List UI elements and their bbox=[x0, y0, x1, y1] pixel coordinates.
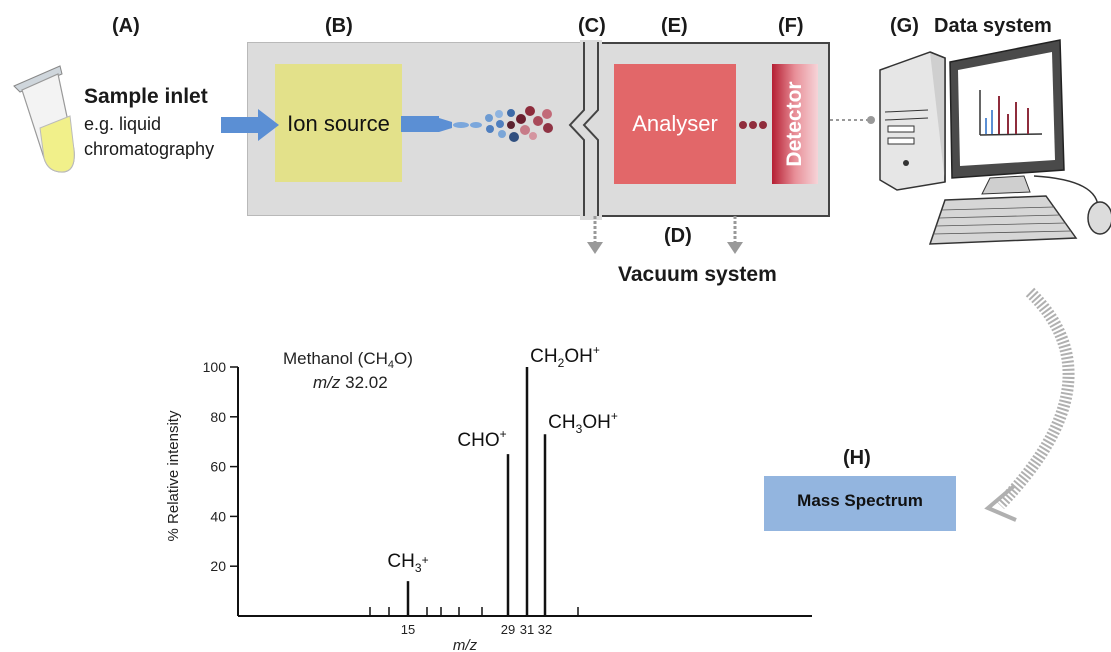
x-axis-label: m/z bbox=[453, 637, 478, 652]
vacuum-break-icon bbox=[568, 40, 602, 220]
label-h: (H) bbox=[843, 447, 871, 469]
detector-box: Detector bbox=[772, 64, 818, 184]
sample-inlet-title: Sample inlet bbox=[84, 85, 208, 108]
analyser-label: Analyser bbox=[632, 111, 718, 136]
sample-tube-icon bbox=[13, 65, 75, 173]
y-tick-label: 40 bbox=[210, 508, 226, 524]
x-tick-label: 32 bbox=[538, 622, 552, 637]
label-b: (B) bbox=[325, 15, 353, 37]
label-c: (C) bbox=[578, 15, 606, 37]
chart-title-main: Methanol (CH bbox=[283, 349, 388, 368]
analyser-box: Analyser bbox=[614, 64, 736, 184]
mass-spectrum-label: Mass Spectrum bbox=[797, 491, 923, 510]
peak-label: CH2OH+ bbox=[530, 343, 600, 370]
data-system-label: Data system bbox=[934, 15, 1052, 37]
data-link-icon bbox=[830, 116, 875, 124]
y-tick-label: 100 bbox=[203, 359, 227, 375]
label-f: (F) bbox=[778, 15, 804, 37]
label-a: (A) bbox=[112, 15, 140, 37]
peak-label: CH3+ bbox=[387, 551, 428, 575]
analysed-ions-icon bbox=[739, 121, 767, 129]
x-tick-label: 15 bbox=[401, 622, 415, 637]
sample-inlet-subtitle-line1: e.g. liquid bbox=[84, 114, 162, 134]
vacuum-arrow-left-icon bbox=[587, 216, 603, 254]
x-tick-label: 31 bbox=[520, 622, 534, 637]
y-tick-label: 60 bbox=[210, 459, 226, 475]
subtitle-mz: m/z bbox=[313, 373, 341, 392]
y-tick-label: 80 bbox=[210, 409, 226, 425]
chart-title-sub: 4 bbox=[388, 359, 394, 371]
peak-label: CH3OH+ bbox=[548, 409, 618, 436]
chart-subtitle: m/z 32.02 bbox=[313, 373, 388, 392]
ion-source-label: Ion source bbox=[287, 111, 390, 136]
y-tick-label: 20 bbox=[210, 558, 226, 574]
spray-nozzle-icon bbox=[401, 116, 482, 132]
label-g: (G) bbox=[890, 15, 919, 37]
x-tick-label: 29 bbox=[501, 622, 515, 637]
peak-label: CHO+ bbox=[457, 427, 506, 451]
inlet-arrow-icon bbox=[221, 109, 279, 141]
label-e: (E) bbox=[661, 15, 688, 37]
mass-spectrum-box: Mass Spectrum bbox=[764, 476, 956, 531]
chart-title-end: O) bbox=[394, 349, 413, 368]
label-d: (D) bbox=[664, 225, 692, 247]
curved-arrow-icon bbox=[984, 287, 1075, 522]
vacuum-arrow-right-icon bbox=[727, 216, 743, 254]
ion-droplets-icon bbox=[485, 106, 553, 142]
ion-source-box: Ion source bbox=[275, 64, 402, 182]
sample-inlet-subtitle-line2: chromatography bbox=[84, 139, 215, 159]
y-axis-label: % Relative intensity bbox=[165, 410, 182, 541]
computer-icon bbox=[879, 39, 1111, 245]
vacuum-system-label: Vacuum system bbox=[618, 263, 777, 286]
chart-title: Methanol (CH4O) bbox=[283, 349, 413, 371]
subtitle-value: 32.02 bbox=[340, 373, 387, 392]
